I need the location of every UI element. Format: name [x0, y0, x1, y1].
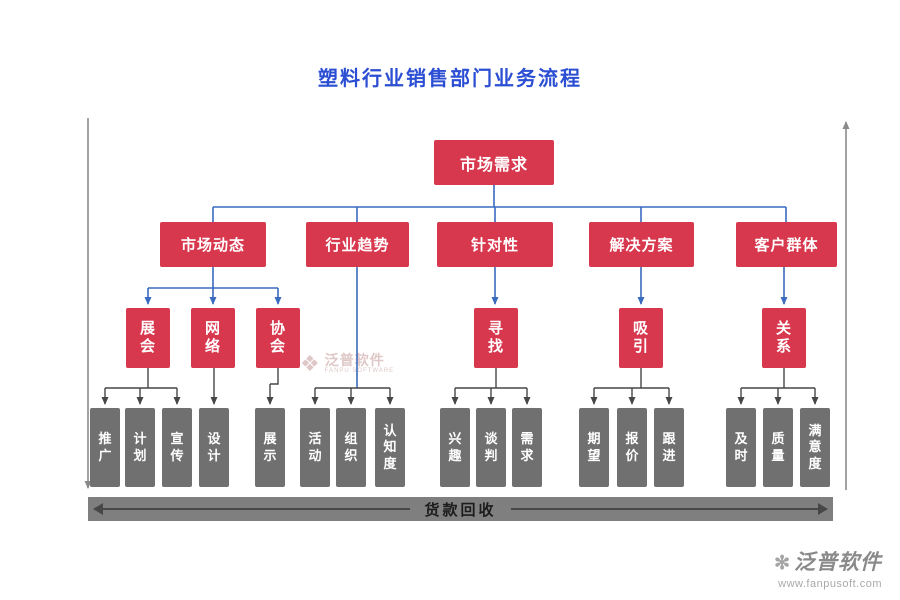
node-industry-trends: 行业趋势	[306, 222, 409, 267]
node-label: 满意度	[808, 423, 822, 471]
node-label: 质量	[771, 431, 785, 463]
node-satisfaction: 满意度	[800, 408, 830, 487]
footer-brand-name: 泛普软件	[794, 550, 882, 574]
payment-collection-bar: 货款回收	[88, 497, 833, 521]
watermark-center: ❖ 泛普软件 FANPU SOFTWARE	[300, 351, 395, 376]
node-label: 及时	[734, 431, 748, 463]
node-interest: 兴趣	[440, 408, 470, 487]
node-solution: 解决方案	[589, 222, 694, 267]
node-awareness: 认知度	[375, 408, 405, 487]
node-label: 关系	[776, 320, 793, 355]
arrow-left-icon	[93, 503, 103, 515]
footer-brand: ✻泛普软件 www.fanpusoft.com	[774, 546, 882, 590]
node-network: 网络	[191, 308, 235, 368]
node-label: 宣传	[170, 431, 184, 463]
node-label: 展会	[140, 320, 157, 355]
node-demand: 需求	[512, 408, 542, 487]
node-label: 谈判	[484, 431, 498, 463]
node-publicity: 宣传	[162, 408, 192, 487]
node-design: 设计	[199, 408, 229, 487]
node-label: 组织	[344, 431, 358, 463]
node-label: 报价	[625, 431, 639, 463]
node-label: 期望	[587, 431, 601, 463]
node-label: 展示	[263, 431, 277, 463]
node-label: 计划	[133, 431, 147, 463]
fanpu-logo-icon: ❖	[300, 351, 320, 376]
node-label: 需求	[520, 431, 534, 463]
node-planning: 计划	[125, 408, 155, 487]
node-quotation: 报价	[617, 408, 647, 487]
node-follow-up: 跟进	[654, 408, 684, 487]
node-market-dynamics: 市场动态	[160, 222, 266, 267]
watermark-brand: 泛普软件	[324, 352, 385, 368]
node-label: 寻找	[488, 320, 505, 355]
node-label: 活动	[308, 431, 322, 463]
node-seek: 寻找	[474, 308, 518, 368]
node-label: 吸引	[633, 320, 650, 355]
payment-collection-label: 货款回收	[410, 498, 511, 520]
node-label: 推广	[98, 431, 112, 463]
node-quality: 质量	[763, 408, 793, 487]
node-negotiation: 谈判	[476, 408, 506, 487]
node-targeting: 针对性	[437, 222, 553, 267]
diagram-title: 塑料行业销售部门业务流程	[318, 68, 582, 90]
node-exhibition: 展会	[126, 308, 170, 368]
node-label: 兴趣	[448, 431, 462, 463]
node-relationship: 关系	[762, 308, 806, 368]
node-association: 协会	[256, 308, 300, 368]
node-label: 协会	[270, 320, 287, 355]
node-label: 跟进	[662, 431, 676, 463]
node-label: 认知度	[383, 423, 397, 471]
node-promotion: 推广	[90, 408, 120, 487]
arrow-right-icon	[818, 503, 828, 515]
watermark-subtitle: FANPU SOFTWARE	[324, 368, 395, 375]
node-market-demand: 市场需求	[434, 140, 554, 185]
node-customer-groups: 客户群体	[736, 222, 837, 267]
fanpu-logo-icon: ✻	[774, 553, 791, 574]
node-expectation: 期望	[579, 408, 609, 487]
node-activity: 活动	[300, 408, 330, 487]
node-organization: 组织	[336, 408, 366, 487]
footer-url: www.fanpusoft.com	[778, 578, 882, 590]
node-label: 网络	[205, 320, 222, 355]
node-label: 设计	[207, 431, 221, 463]
node-display: 展示	[255, 408, 285, 487]
node-timeliness: 及时	[726, 408, 756, 487]
node-attract: 吸引	[619, 308, 663, 368]
